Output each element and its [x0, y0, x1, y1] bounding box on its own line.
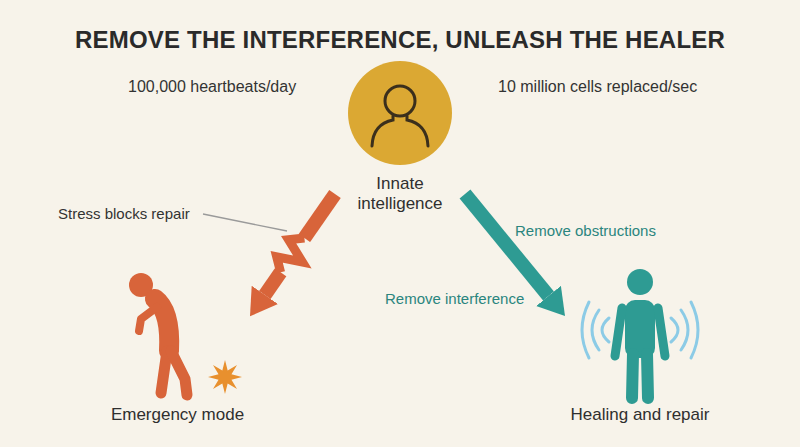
figure-limb — [632, 354, 633, 398]
figure-limb — [139, 307, 157, 331]
hunched-figure — [129, 273, 187, 395]
wellness-wave — [602, 318, 609, 342]
healing-figure-node: Healing and repair — [565, 260, 715, 430]
figure-head — [627, 269, 653, 295]
emergency-figure-node: Emergency mode — [105, 255, 250, 430]
lightning-bolt — [277, 238, 305, 272]
wellness-wave — [691, 302, 698, 358]
figure-limb — [658, 308, 665, 356]
pain-starburst — [208, 360, 242, 394]
stat-label: 100,000 heartbeats/day — [128, 78, 296, 96]
figure-limb — [647, 354, 648, 398]
figure-limb — [161, 351, 167, 393]
node-caption: Healing and repair — [565, 405, 715, 425]
flow-arrow — [465, 194, 549, 296]
callout-label: Stress blocks repair — [58, 205, 190, 223]
flow-arrow — [265, 194, 335, 295]
node-illustration — [565, 260, 715, 430]
shoulders-icon — [372, 116, 428, 146]
head-icon — [385, 86, 415, 116]
figure-limb — [615, 308, 622, 356]
gold-circle — [348, 61, 452, 165]
connector-group — [265, 194, 335, 295]
standing-figure — [615, 269, 665, 398]
wellness-wave — [592, 310, 599, 350]
connector-group — [465, 194, 549, 296]
node-illustration — [105, 255, 250, 430]
stat-label: 10 million cells replaced/sec — [498, 78, 697, 96]
leader-line — [203, 214, 287, 231]
node-caption: Innate intelligence — [335, 174, 465, 214]
figure-limb — [171, 351, 187, 395]
innate-intelligence-node: Innate intelligence — [335, 58, 465, 218]
action-label: Remove obstructions — [515, 222, 656, 240]
diagram-title: REMOVE THE INTERFERENCE, UNLEASH THE HEA… — [0, 26, 800, 54]
node-caption: Emergency mode — [105, 405, 250, 425]
wellness-wave — [671, 318, 678, 342]
wellness-wave — [681, 310, 688, 350]
action-label: Remove interference — [385, 290, 524, 308]
wellness-wave — [582, 302, 589, 358]
